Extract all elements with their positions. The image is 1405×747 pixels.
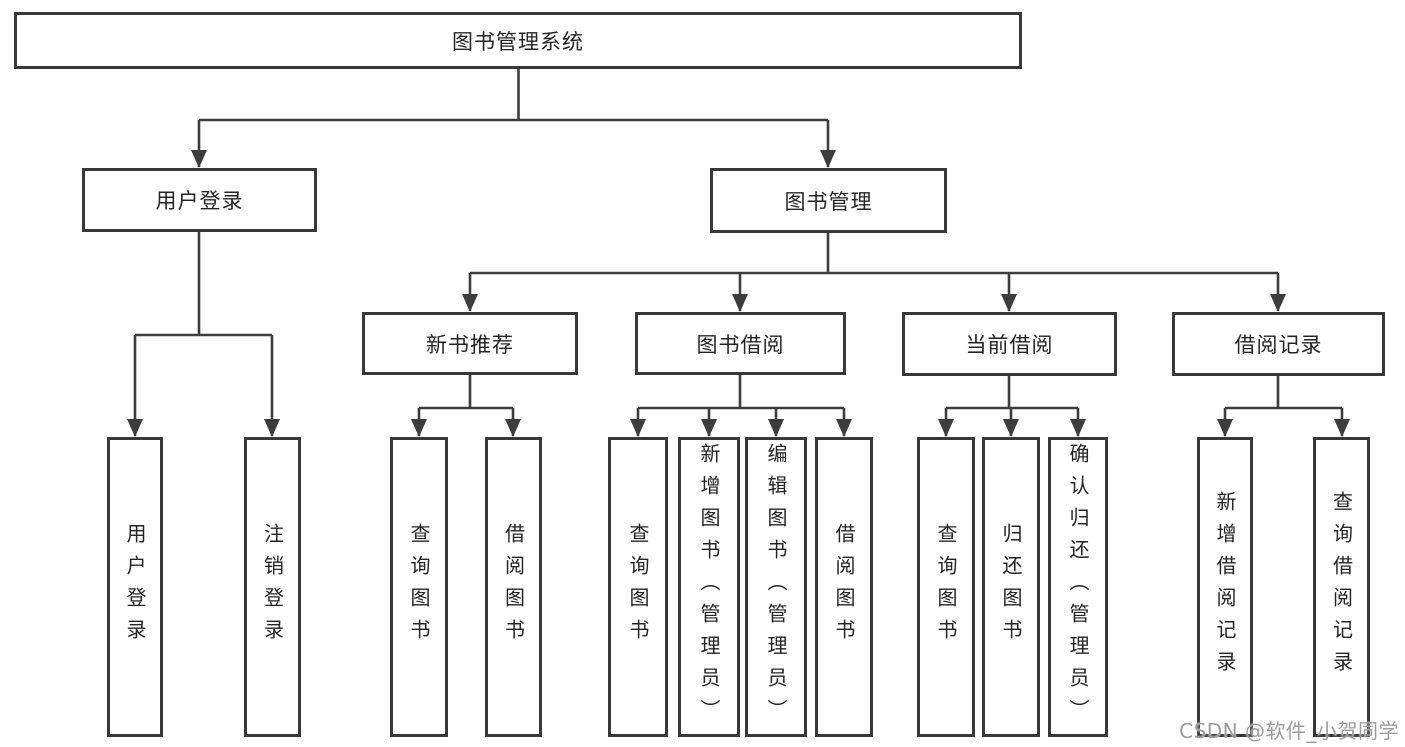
leaf-logout: 注销登录	[244, 437, 301, 737]
node-book-management-label: 图书管理	[784, 189, 873, 214]
node-book-borrowing: 图书借阅	[635, 312, 846, 375]
leaf-edit-book-admin: 编辑图书（管理员）	[745, 437, 807, 737]
leaf-user-login: 用户登录	[107, 437, 163, 737]
node-book-borrowing-label: 图书借阅	[696, 332, 785, 357]
leaf-borrow-books-recommend-label: 借阅图书	[501, 523, 526, 651]
leaf-add-book-admin-label: 新增图书（管理员）	[697, 443, 721, 731]
node-book-management: 图书管理	[710, 168, 947, 233]
csdn-watermark: CSDN @软件_小贺同学	[1179, 719, 1399, 743]
leaf-edit-book-admin-label: 编辑图书（管理员）	[764, 443, 788, 731]
leaf-confirm-return-admin: 确认归还（管理员）	[1048, 437, 1108, 737]
node-root-system: 图书管理系统	[14, 12, 1022, 69]
leaf-add-borrow-record-label: 新增借阅记录	[1213, 491, 1237, 683]
leaf-add-book-admin: 新增图书（管理员）	[678, 437, 740, 737]
node-root-label: 图书管理系统	[452, 29, 584, 54]
leaf-borrow-books-label: 借阅图书	[832, 523, 856, 651]
leaf-return-books: 归还图书	[982, 437, 1040, 737]
leaf-borrow-books: 借阅图书	[815, 437, 873, 737]
leaf-query-books-borrowing: 查询图书	[608, 437, 668, 737]
leaf-add-borrow-record: 新增借阅记录	[1197, 437, 1253, 737]
node-current-borrowing: 当前借阅	[902, 312, 1117, 376]
node-borrowing-records: 借阅记录	[1172, 312, 1385, 376]
node-user-login-branch: 用户登录	[82, 168, 317, 232]
leaf-query-books-recommend: 查询图书	[390, 437, 448, 737]
node-current-borrowing-label: 当前借阅	[965, 333, 1054, 357]
leaf-query-borrow-record: 查询借阅记录	[1313, 437, 1370, 737]
node-new-book-recommend-label: 新书推荐	[426, 332, 514, 357]
leaf-query-borrow-record-label: 查询借阅记录	[1329, 491, 1354, 683]
leaf-query-books-current-label: 查询图书	[934, 523, 958, 651]
leaf-query-books-current: 查询图书	[917, 437, 975, 737]
leaf-logout-label: 注销登录	[260, 523, 285, 651]
node-user-login-label: 用户登录	[155, 189, 244, 213]
leaf-borrow-books-recommend: 借阅图书	[485, 437, 542, 737]
node-new-book-recommend: 新书推荐	[362, 312, 578, 375]
leaf-query-books-recommend-label: 查询图书	[407, 523, 431, 651]
leaf-return-books-label: 归还图书	[999, 523, 1023, 651]
leaf-confirm-return-admin-label: 确认归还（管理员）	[1066, 443, 1090, 731]
leaf-user-login-label: 用户登录	[123, 523, 147, 651]
node-borrowing-records-label: 借阅记录	[1234, 333, 1323, 357]
leaf-query-books-borrowing-label: 查询图书	[626, 523, 650, 651]
